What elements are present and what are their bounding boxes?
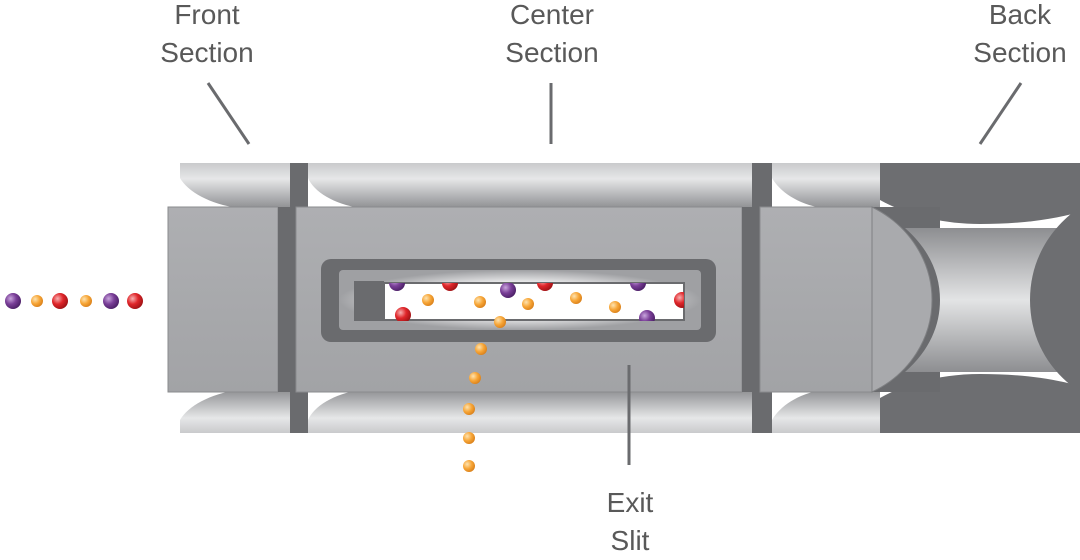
- back-bottom-rod: [772, 390, 880, 433]
- trapped-ion: [570, 292, 582, 304]
- trapped-ion: [422, 294, 434, 306]
- top-rod-assembly: [180, 163, 1080, 224]
- trapped-ions: [389, 283, 684, 321]
- front-section-edge: [278, 207, 296, 392]
- ejected-ion-stream: [463, 316, 506, 472]
- back-section-face: [759, 206, 873, 393]
- trapped-ion: [389, 283, 405, 291]
- trapped-ion: [639, 310, 655, 321]
- ejected-ion: [494, 316, 506, 328]
- trapped-ion: [442, 283, 458, 291]
- center-section-edge: [742, 207, 760, 392]
- back-right-cup: [1030, 207, 1080, 392]
- center-back-gap-bottom: [752, 390, 772, 433]
- back-section-label-line2: Section: [973, 37, 1067, 68]
- ejected-ion: [463, 403, 475, 415]
- exit-slit-label: Exit Slit: [590, 484, 670, 560]
- trapped-ion: [395, 307, 411, 321]
- trapped-ion: [522, 298, 534, 310]
- center-top-rod: [308, 163, 752, 208]
- center-section-label-line2: Section: [505, 37, 599, 68]
- center-section-label: Center Section: [494, 0, 610, 72]
- center-section-label-line1: Center: [509, 0, 595, 30]
- incoming-ion: [52, 293, 68, 309]
- exit-slit-label-line2: Slit: [610, 525, 650, 556]
- front-section-label-line2: Section: [160, 37, 254, 68]
- back-pointer-line: [978, 82, 1023, 145]
- front-section-label-line1: Front: [174, 0, 240, 30]
- incoming-ion: [80, 295, 92, 307]
- trapped-ion: [609, 301, 621, 313]
- center-bottom-rod: [308, 390, 752, 433]
- front-section-label: Front Section: [150, 0, 264, 72]
- trapped-ion: [674, 292, 684, 308]
- front-top-rod: [180, 163, 290, 208]
- ejected-ion: [463, 460, 475, 472]
- trapped-ion: [500, 283, 516, 298]
- back-left-lens: [871, 206, 933, 393]
- back-top-rod: [772, 163, 880, 208]
- incoming-ion: [103, 293, 119, 309]
- front-bottom-rod: [180, 390, 290, 433]
- front-center-gap-bottom: [290, 390, 308, 433]
- back-section-label-line1: Back: [988, 0, 1052, 30]
- exit-slit-label-line1: Exit: [606, 487, 654, 518]
- trapped-ion: [630, 283, 646, 291]
- slit-entrance-block: [354, 281, 384, 321]
- trapped-ion: [474, 296, 486, 308]
- front-center-gap-top: [290, 163, 308, 208]
- front-pointer-line: [206, 82, 251, 145]
- back-section-label: Back Section: [962, 0, 1078, 72]
- incoming-ion: [5, 293, 21, 309]
- ejected-ion: [469, 372, 481, 384]
- center-back-gap-top: [752, 163, 772, 208]
- ejected-ion: [463, 432, 475, 444]
- front-section-face: [167, 206, 279, 393]
- incoming-ion-stream: [5, 293, 143, 309]
- incoming-ion: [127, 293, 143, 309]
- ejected-ion: [475, 343, 487, 355]
- incoming-ion: [31, 295, 43, 307]
- trapped-ion: [537, 283, 553, 291]
